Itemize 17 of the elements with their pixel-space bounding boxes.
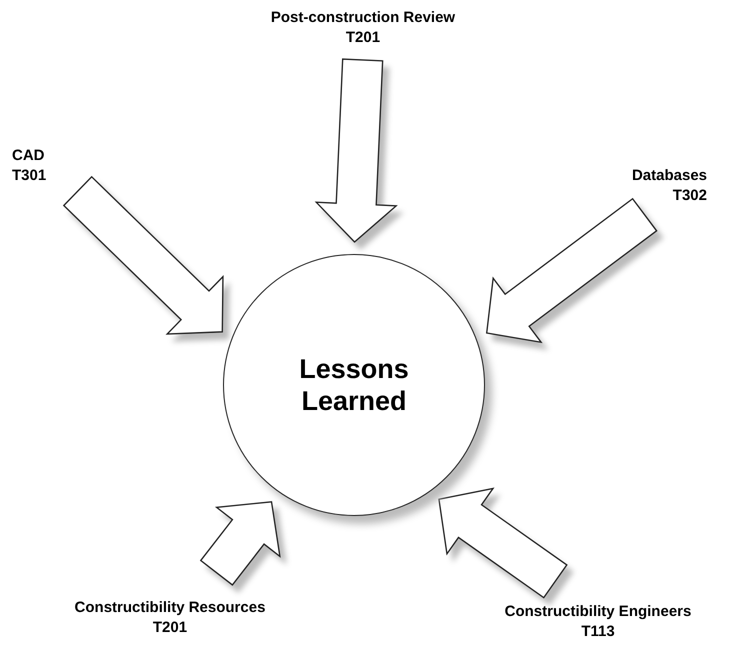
- node-label: T113: [580, 622, 616, 642]
- node-label: T201: [152, 618, 188, 638]
- block-arrow: [486, 198, 658, 344]
- circle-node: [223, 254, 485, 516]
- node-label: Databases: [630, 166, 707, 186]
- node-label: T201: [344, 28, 382, 48]
- node-label: Constructibility Resources: [74, 598, 266, 618]
- block-arrow: [438, 487, 568, 598]
- node-label: T302: [672, 186, 707, 206]
- node-label: CAD: [12, 146, 46, 166]
- node-label: T301: [12, 166, 48, 186]
- node-label: Post-construction Review: [270, 8, 456, 28]
- node-label: Lessons Learned: [298, 353, 410, 417]
- block-arrow: [62, 176, 224, 335]
- block-arrow: [200, 501, 281, 586]
- node-label: Constructibility Engineers: [504, 602, 692, 622]
- block-arrow: [314, 58, 398, 243]
